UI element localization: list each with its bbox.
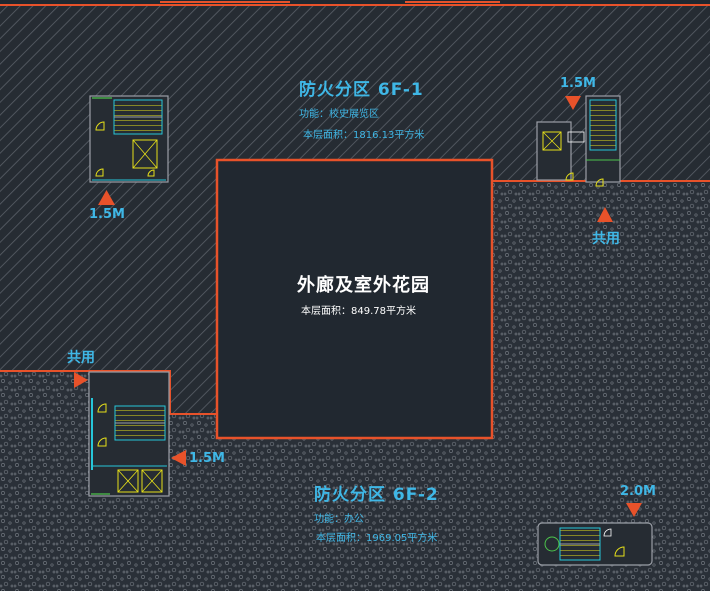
exit-arrow-upper-right-top bbox=[565, 96, 581, 110]
width-label-lower-left: 1.5M bbox=[189, 451, 225, 466]
zone-boundary-left bbox=[0, 370, 217, 415]
shared-label-upper-right: 共用 bbox=[592, 231, 620, 247]
stair-core-upper-left bbox=[89, 95, 169, 183]
zone-6f1-area-label: 本层面积：1816.13平方米 bbox=[303, 130, 425, 141]
stair-core-lower-right bbox=[537, 522, 653, 566]
stair-core-upper-right bbox=[536, 95, 621, 187]
zone-6f2-title: 防火分区 6F-2 bbox=[314, 485, 439, 505]
width-label-upper-left: 1.5M bbox=[89, 207, 125, 222]
zone-6f1-function: 功能：校史展览区 bbox=[299, 109, 379, 120]
shared-label-lower-left: 共用 bbox=[67, 350, 95, 366]
zone-6f2-area-label: 本层面积：1969.05平方米 bbox=[316, 533, 438, 544]
exit-arrow-lower-left-top bbox=[74, 372, 88, 388]
zone-6f2-function: 功能：办公 bbox=[314, 514, 364, 525]
exit-arrow-upper-left bbox=[98, 190, 115, 205]
stair-core-lower-left bbox=[88, 371, 170, 497]
exit-arrow-lower-left-side bbox=[171, 450, 186, 466]
courtyard-title: 外廊及室外花园 bbox=[297, 275, 430, 296]
exit-arrow-lower-right bbox=[626, 503, 642, 517]
courtyard-area bbox=[215, 158, 494, 440]
width-label-upper-right: 1.5M bbox=[560, 76, 596, 91]
width-label-lower-right: 2.0M bbox=[620, 484, 656, 499]
zone-6f1-area bbox=[0, 6, 710, 414]
zone-6f1-title: 防火分区 6F-1 bbox=[299, 80, 424, 100]
exit-arrow-upper-right-bottom bbox=[597, 207, 613, 222]
zone-6f2-area bbox=[0, 181, 710, 591]
courtyard-area-label: 本层面积：849.78平方米 bbox=[301, 306, 416, 317]
